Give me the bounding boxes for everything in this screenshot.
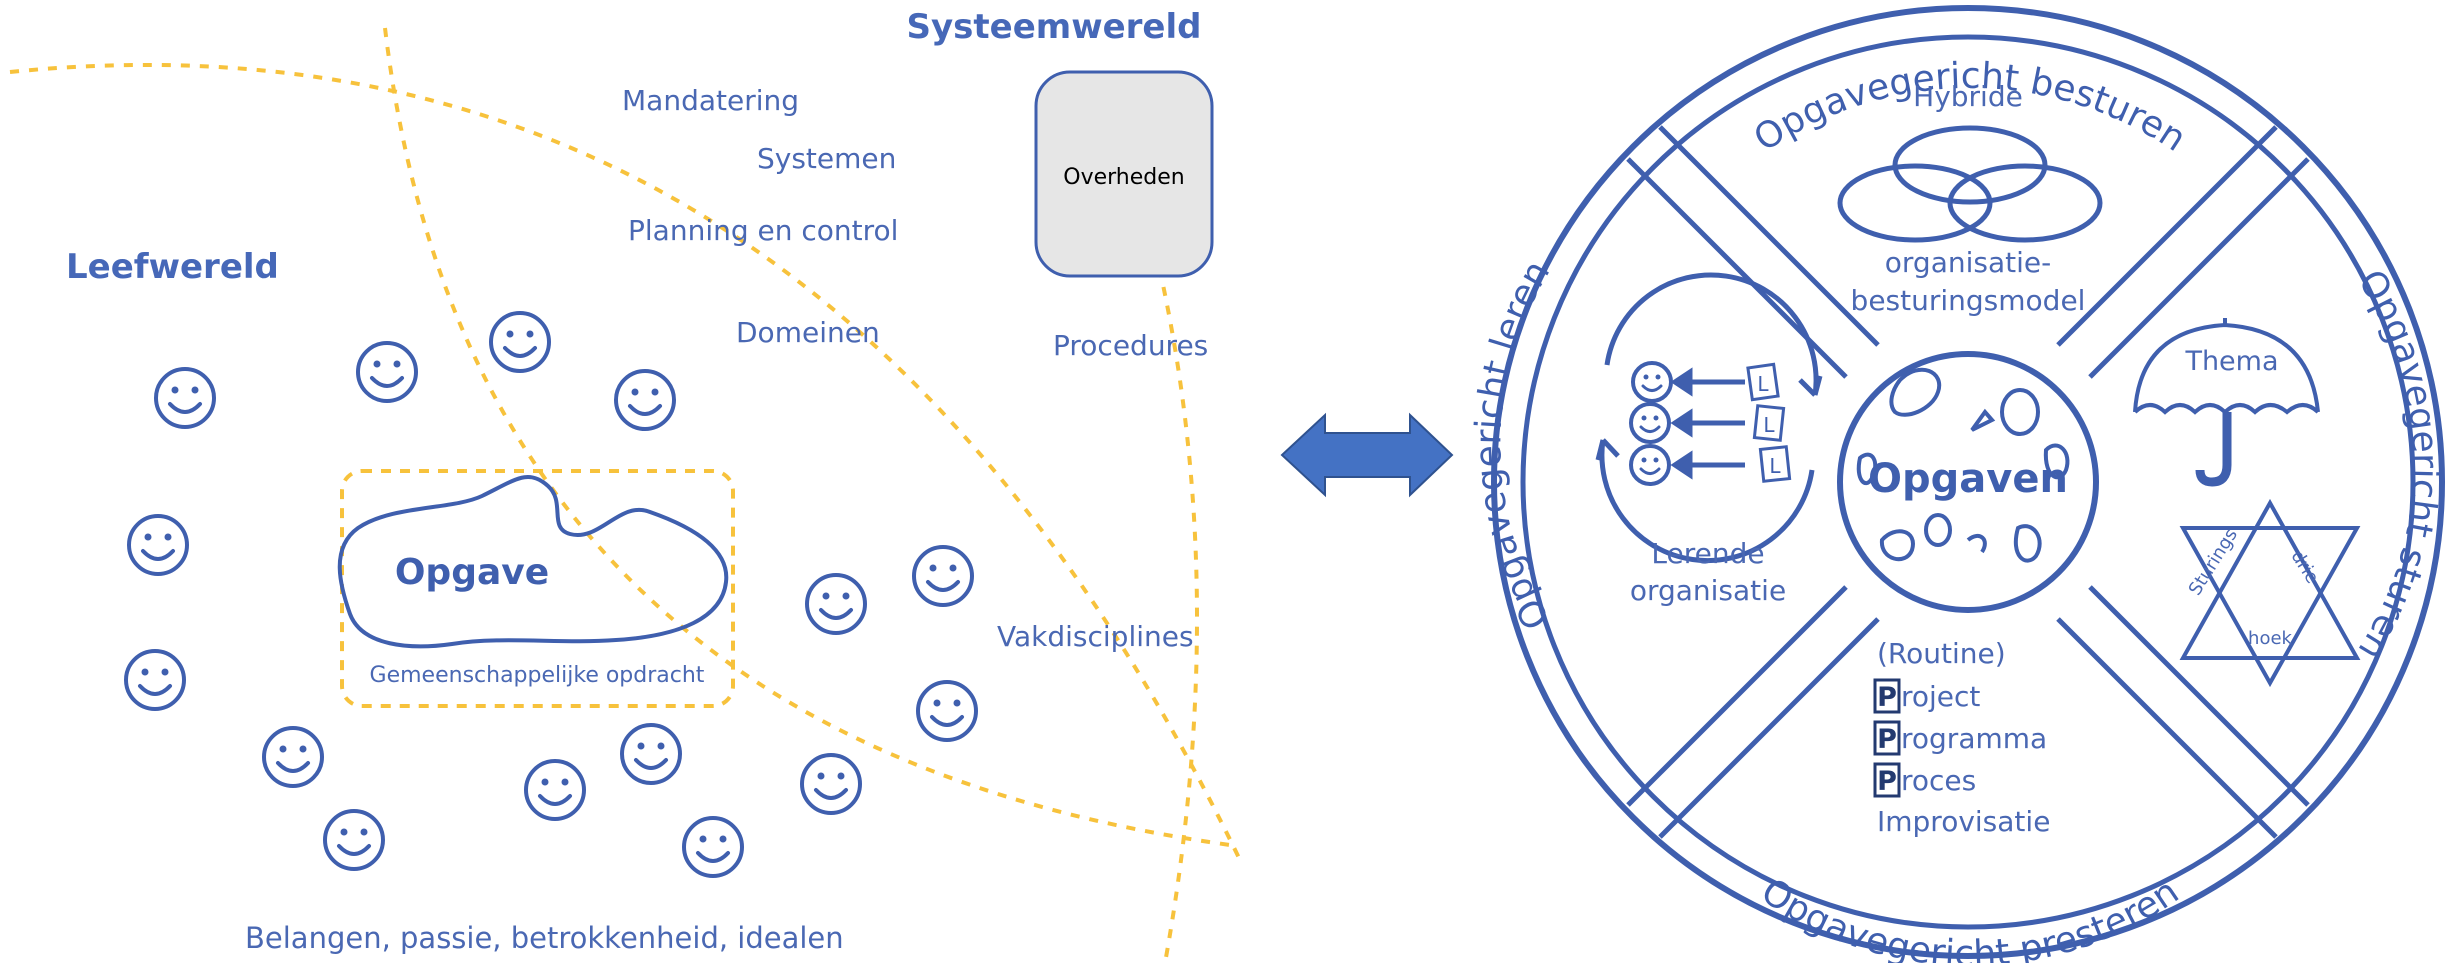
leefwereld-systeemwereld-diagram: Systeemwereld Leefwereld Mandatering Sys… [9,7,1242,963]
smiley-icon [614,369,676,431]
left-quadrant-title: Opgavegericht leren [1468,254,1558,636]
bottom-caption: Belangen, passie, betrokkenheid, idealen [245,921,844,955]
term-domeinen: Domeinen [736,316,880,349]
smiley-icon [154,367,216,429]
systeemwereld-title: Systeemwereld [907,7,1202,47]
term-mandatering: Mandatering [622,84,799,117]
improvisatie-label: Improvisatie [1877,805,2050,838]
learning-loop-icon: L L L [1595,272,1823,564]
smiley-icon [805,573,867,635]
umbrella-icon [2133,318,2320,487]
term-planning-en-control: Planning en control [628,214,898,247]
smiley-icon [682,816,744,878]
right-quadrant-title: Opgavegericht sturen [2350,263,2445,667]
project-label: roject [1901,680,1980,713]
right-quadrant-title-path: Opgavegericht sturen [2350,263,2445,667]
hybride-ovals-icon [1837,125,2103,243]
smiley-icon [356,341,418,403]
learning-smiley-icon [1629,444,1671,486]
smiley-icon [800,753,862,815]
top-line-2: organisatie- [1885,246,2051,279]
p-box-programma [1873,720,1901,756]
lerende-label: Lerende [1651,537,1764,570]
p-letter-proces: P [1877,766,1897,797]
p-letter-programma: P [1877,724,1897,755]
opgaven-center-label: Opgaven [1868,456,2068,502]
bottom-quadrant-title-path: Opgavegericht presteren [1754,871,2186,963]
tri-label-hoek: hoek [2248,628,2292,649]
learning-smiley-icon [1629,402,1671,444]
loop-letter-1: L [1757,372,1769,396]
routine-label: (Routine) [1877,637,2006,670]
p-box-project [1873,678,1901,714]
programma-label: rogramma [1901,722,2047,755]
opgaven-center-circle [1837,351,2099,613]
opgavegericht-wheel: Opgaven Opgavegericht besturen Hybride o… [1468,5,2445,963]
learning-smiley-icon [1631,361,1673,403]
p-box-proces [1873,762,1901,798]
proces-label: roces [1901,764,1976,797]
overheden-box [1034,70,1214,278]
term-vakdisciplines: Vakdisciplines [997,620,1194,653]
left-quadrant-title-path: Opgavegericht leren [1468,254,1558,636]
wheel-inner-ring [1520,34,2416,930]
systeemwereld-boundary-vertical [383,27,1231,847]
ppp-list: P roject P rogramma P roces Improvisatie [1873,678,2050,838]
smiley-icon [524,759,586,821]
tri-label-sturings: Sturings [2185,525,2242,599]
tri-label-drie: drie [2287,547,2323,588]
loop-letter-3: L [1769,454,1781,478]
smiley-icon [912,545,974,607]
smiley-icon [916,680,978,742]
p-letter-project: P [1877,682,1897,713]
smiley-icon [323,809,385,871]
double-arrow-icon [1280,412,1454,498]
smiley-icon [124,649,186,711]
bottom-quadrant-title: Opgavegericht presteren [1754,871,2186,963]
opgave-label: Opgave [395,552,549,593]
systeemwereld-boundary-horizontal [9,63,1242,861]
smiley-icon [489,311,551,373]
top-line-3: besturingsmodel [1851,284,2086,317]
smiley-icon [620,723,682,785]
opgaven-blobs [1856,367,2070,563]
term-procedures: Procedures [1053,329,1208,362]
opgave-blob [337,475,729,649]
top-hybride-label: Hybride [1913,80,2023,113]
thema-label: Thema [2184,346,2278,377]
leefwereld-title: Leefwereld [66,247,279,287]
wheel-outer-ring [1491,5,2445,959]
smiley-icon [127,514,189,576]
smiley-icon [262,726,324,788]
gemeenschappelijke-opdracht-label: Gemeenschappelijke opdracht [370,663,705,688]
loop-letter-2: L [1763,413,1775,437]
term-systemen: Systemen [757,142,896,175]
sturingsdriehoek-icon [2179,498,2361,688]
overheden-label: Overheden [1063,165,1184,190]
organisatie-label: organisatie [1630,574,1786,607]
